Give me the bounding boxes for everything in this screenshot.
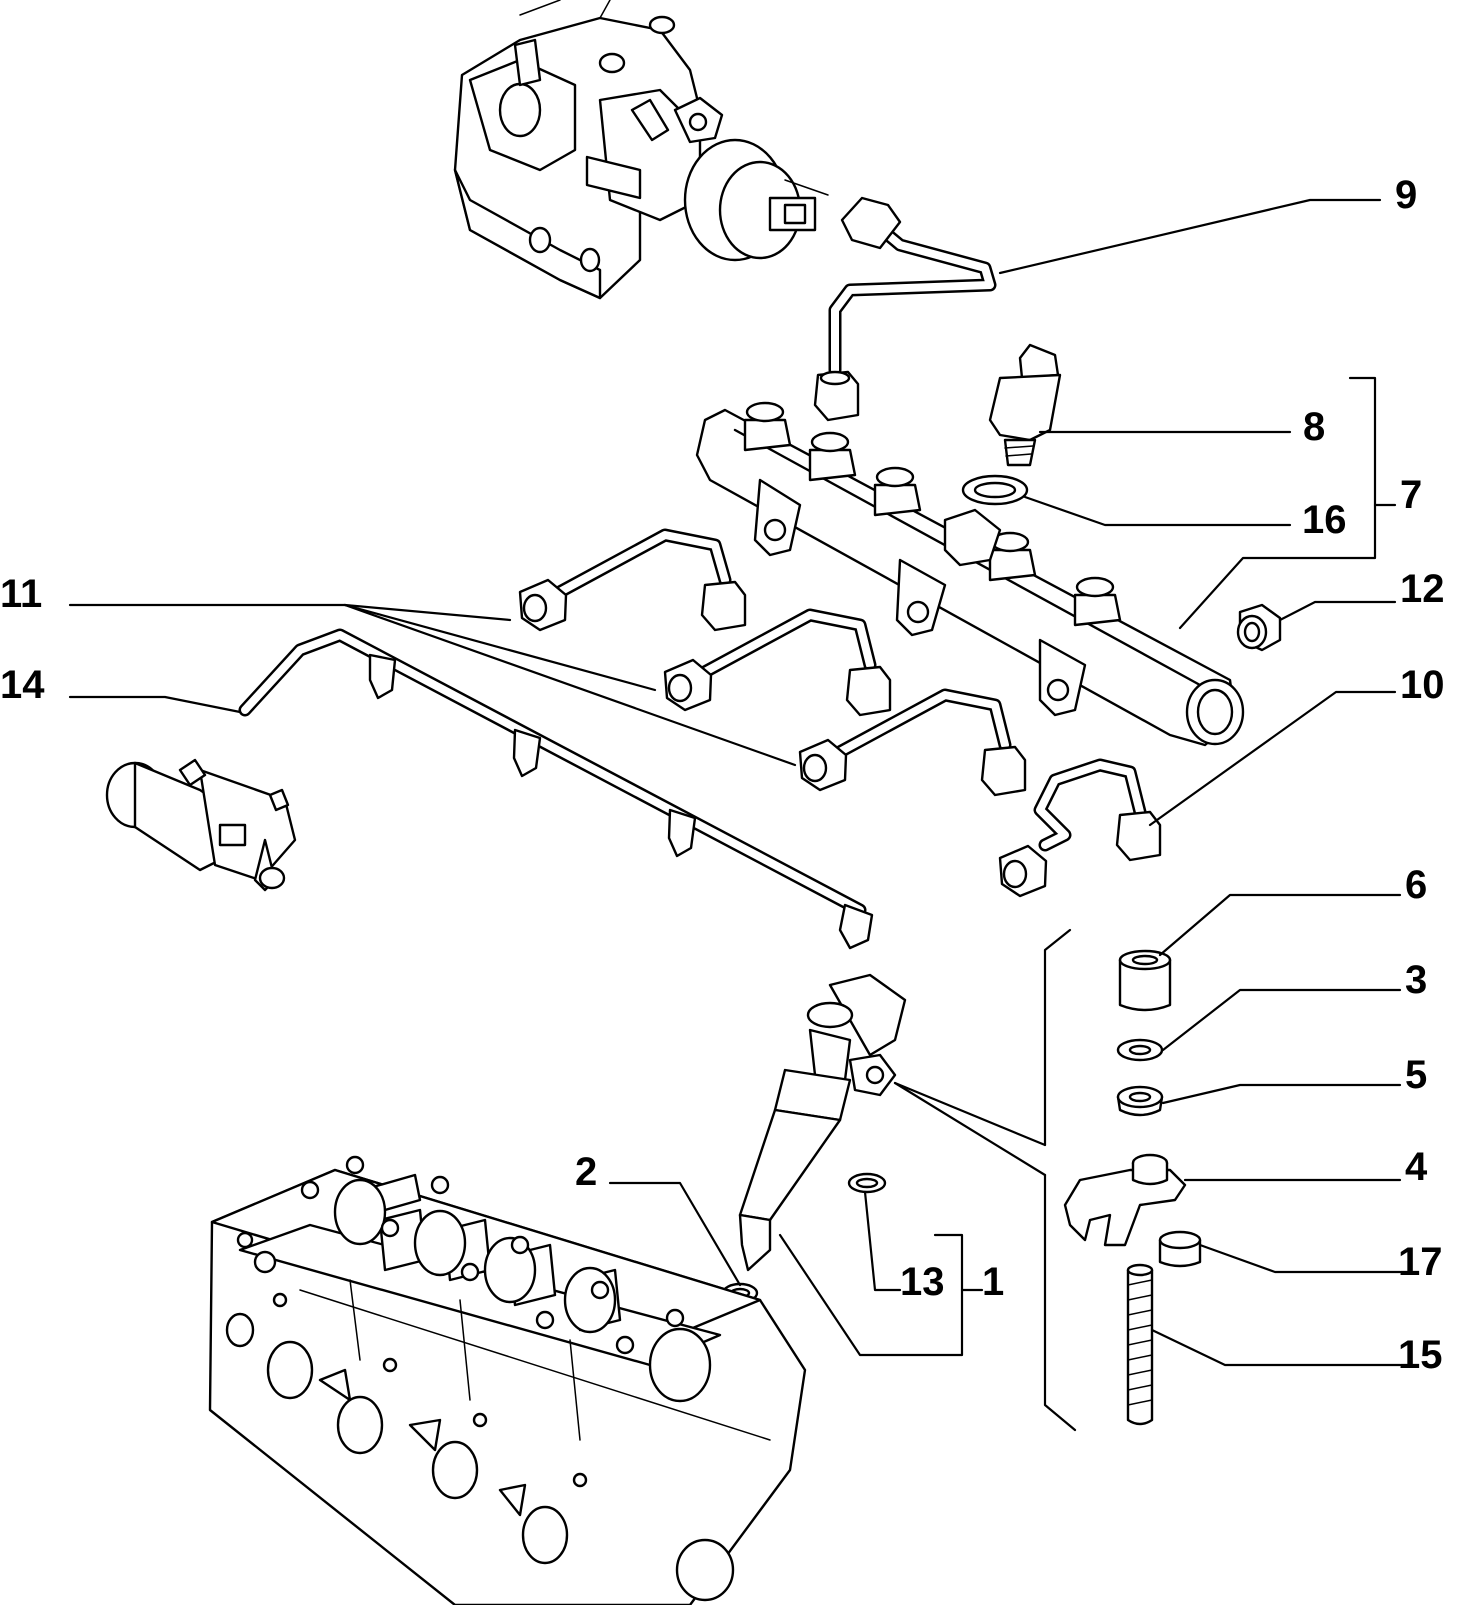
label-4: 4 (1405, 1145, 1428, 1189)
spacer-sleeve (1118, 949, 1172, 1012)
injector-clamp (1063, 1153, 1187, 1247)
nut (1236, 603, 1282, 652)
part-labels: 9 8 16 7 12 10 11 14 6 3 5 4 17 15 2 13 … (0, 173, 1445, 1377)
label-17: 17 (1398, 1240, 1443, 1284)
washer (1116, 1038, 1164, 1062)
injector-pipes (518, 528, 1027, 797)
label-12: 12 (1400, 567, 1445, 611)
high-pressure-pump (453, 0, 829, 300)
label-16: 16 (1302, 498, 1347, 542)
stud (1126, 1263, 1154, 1426)
label-15: 15 (1398, 1333, 1443, 1377)
leader-lines (68, 198, 1402, 1432)
label-3: 3 (1405, 958, 1427, 1002)
label-9: 9 (1395, 173, 1417, 217)
return-pipe (238, 628, 874, 950)
pressure-sensor (988, 343, 1062, 467)
label-13: 13 (900, 1260, 945, 1304)
pressure-regulator-valve (105, 758, 297, 892)
label-14: 14 (0, 663, 45, 707)
label-6: 6 (1405, 863, 1427, 907)
label-7: 7 (1400, 473, 1422, 517)
injector-pipe-short (998, 758, 1162, 898)
fuel-rail (695, 401, 1245, 747)
label-1: 1 (982, 1260, 1004, 1304)
label-11: 11 (0, 572, 42, 616)
label-5: 5 (1405, 1053, 1427, 1097)
clip (847, 1172, 887, 1194)
label-10: 10 (1400, 663, 1445, 707)
sleeve (1158, 1230, 1202, 1268)
seal-washer (961, 474, 1029, 506)
pump-to-rail-pipe (813, 196, 997, 422)
label-2: 2 (575, 1150, 597, 1194)
spherical-washer (1116, 1085, 1164, 1117)
cylinder-head (208, 1155, 807, 1605)
label-8: 8 (1303, 405, 1325, 449)
fuel-injector (738, 973, 907, 1272)
